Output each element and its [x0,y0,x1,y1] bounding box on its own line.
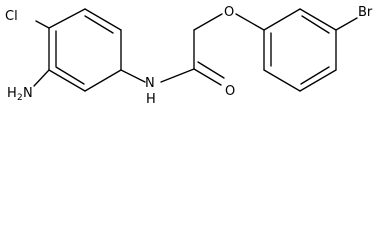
amino-subscript-label: 2 [17,93,23,103]
bromine-label: Br [358,5,373,20]
right-ring-bond-5 [263,69,301,92]
left-ring-double-bond-1 [84,15,114,34]
atom-labels: Cl H 2 N N H O O Br [5,5,373,107]
left-ring-bond-1 [48,8,86,29]
structure-canvas: Cl H 2 N N H O O Br [0,0,381,107]
ether-oxygen-aryl-bond [235,13,265,31]
bromo-bond [335,17,358,31]
amide-hydrogen-label: H [146,92,156,107]
chloro-bond [35,20,50,29]
amide-nitrogen-label: N [145,76,155,91]
carbonyl-oxygen-bond-2 [197,61,225,79]
amide-nitrogen-carbonyl-bond [160,68,195,83]
left-ring-double-bond-2 [55,66,85,85]
carbonyl-oxygen-bond-1 [193,68,222,86]
carbonyl-oxygen-label: O [225,84,235,99]
amino-hydrogen-label: H [7,86,17,101]
methylene-ether-oxygen-bond [193,13,223,31]
amino-nitrogen-label: N [23,86,33,101]
left-ring-bond-5 [48,69,86,92]
bond-lines [33,8,358,92]
right-ring-bond-1 [263,8,301,31]
right-ring-double-bond-2 [300,66,330,85]
left-ring-bond-2 [84,8,122,31]
ether-oxygen-label: O [224,5,234,20]
chlorine-label: Cl [5,9,18,24]
amino-bond [33,69,50,87]
right-ring-double-bond-3 [301,15,330,34]
right-ring-bond-4 [299,69,337,92]
right-ring-bond-2 [299,8,337,31]
chemical-structure: Cl H 2 N N H O O Br [5,5,373,107]
aryl-amide-nitrogen-bond [120,69,146,83]
left-ring-bond-4 [84,69,122,92]
